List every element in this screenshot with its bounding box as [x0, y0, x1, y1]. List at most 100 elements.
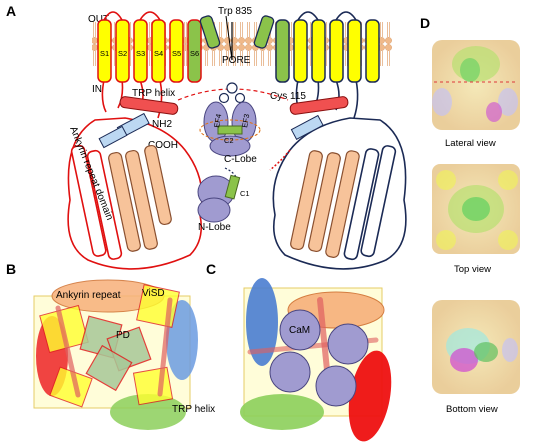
bottom-view-render	[432, 300, 520, 394]
cooh-label: COOH	[148, 140, 178, 151]
ankyrin-left-helix-4	[125, 149, 158, 250]
b-helix-bar-2	[157, 297, 173, 397]
linker-right-1	[290, 114, 324, 141]
helix-s2-right	[347, 19, 362, 83]
calmodulin-c-lobe	[199, 101, 261, 157]
helix-s4	[151, 19, 166, 83]
panel-c: C CaM	[206, 261, 392, 442]
b-ankyrin-label: Ankyrin repeat	[56, 290, 121, 301]
hub-circle-top	[226, 82, 238, 94]
lateral-blue-left	[432, 88, 452, 116]
b-green-ellipse	[110, 394, 186, 430]
calmodulin-n-lobe	[197, 167, 241, 223]
top-pore-center	[462, 197, 490, 221]
c-green-ellipse	[240, 394, 324, 430]
helix-s5	[169, 19, 184, 83]
in-label: IN	[92, 84, 102, 95]
hub-circle-right	[234, 92, 246, 104]
top-yellow-1	[436, 170, 456, 190]
pore-label: PORE	[222, 55, 251, 66]
helix-s3-right	[329, 19, 344, 83]
lateral-blue-right	[498, 88, 518, 116]
panel-b-letter: B	[6, 261, 16, 277]
bottom-green-region	[474, 342, 498, 362]
c-cam-circle-2	[327, 323, 369, 365]
b-yellow-block-3	[132, 366, 174, 406]
helix-s3	[133, 19, 148, 83]
helix-s6	[187, 19, 202, 83]
label-s3: S3	[136, 49, 145, 58]
ef3-label: EF3	[240, 113, 251, 128]
nh2-label: NH2	[152, 119, 172, 130]
helix-s4-right	[311, 19, 326, 83]
right-subunit-outline	[272, 11, 407, 270]
b-trp-helix-label: TRP helix	[172, 404, 215, 415]
n-lobe-helix	[224, 174, 241, 200]
b-helix-bar-1	[55, 305, 81, 398]
b-pd-label: PD	[116, 330, 130, 341]
linker-left-2	[98, 125, 128, 149]
c-lobe-dashed-ring	[199, 119, 261, 141]
top-yellow-4	[498, 230, 518, 250]
cys115-label: Cys 115	[270, 91, 306, 102]
c-cam-circle-1	[279, 309, 321, 351]
ankyrin-domain-right	[290, 145, 397, 261]
b-visd-label: ViSD	[142, 288, 165, 299]
ankyrin-domain-left	[70, 144, 172, 260]
n-lobe-part-2	[197, 197, 231, 223]
c1-label: C1	[240, 189, 250, 198]
top-yellow-3	[436, 230, 456, 250]
c-red-ellipse	[348, 350, 392, 442]
panel-a: A OUT IN S1 S2 S3 S4 S5 S6	[6, 3, 407, 270]
panel-b: B Ankyrin repeat ViSD PD TRP helix	[6, 261, 215, 430]
n-lobe-label: N-Lobe	[198, 222, 231, 233]
trp-helix-label: TRP helix	[132, 88, 175, 99]
left-subunit-outline	[67, 11, 203, 270]
ef4-label: EF4	[212, 113, 223, 128]
panel-a-letter: A	[6, 3, 16, 19]
c-lobe-label: C-Lobe	[224, 154, 257, 165]
bottom-magenta-region	[450, 348, 478, 372]
label-s2: S2	[118, 49, 127, 58]
c-cam-circle-3	[269, 351, 311, 393]
b-blue-ellipse	[166, 300, 198, 380]
panel-d: D Lateral view Top view	[420, 15, 520, 415]
trp835-pointer	[225, 15, 233, 61]
ankyrin-right-helix-5	[360, 145, 397, 258]
c-blue-ellipse	[246, 278, 278, 366]
b-pd-block-3	[85, 344, 133, 392]
ankyrin-right-helix-1	[290, 150, 323, 251]
label-s5: S5	[172, 49, 181, 58]
left-tm-helices	[97, 15, 221, 83]
helix-s1-right	[365, 19, 380, 83]
panel-d-letter: D	[420, 15, 430, 31]
trp835-label: Trp 835	[218, 6, 253, 17]
lateral-view-caption: Lateral view	[445, 138, 496, 149]
label-s4: S4	[154, 49, 163, 58]
ankyrin-left-helix-2	[86, 149, 123, 260]
lateral-view-render	[432, 40, 520, 130]
dashed-link-top	[177, 88, 289, 101]
bottom-blue-region	[502, 338, 518, 362]
pore-helix-left	[199, 15, 221, 49]
hub-circle-left	[218, 92, 230, 104]
top-view-caption: Top view	[454, 264, 491, 275]
c-cam-circle-4	[315, 365, 357, 407]
label-s1: S1	[100, 49, 109, 58]
trp-helix-left	[119, 96, 179, 115]
out-label: OUT	[88, 14, 109, 25]
c-cam-label: CaM	[289, 325, 310, 336]
ankyrin-left-helix-1	[70, 144, 107, 257]
helix-s2	[115, 19, 130, 83]
lateral-magenta	[486, 102, 502, 122]
helix-s6-right	[275, 19, 290, 83]
ankyrin-left-helix-5	[144, 144, 172, 226]
helix-s5-right	[293, 19, 308, 83]
ankyrin-right-helix-4	[343, 148, 380, 261]
ankyrin-left-helix-3	[108, 151, 141, 252]
label-s6: S6	[190, 49, 199, 58]
top-yellow-2	[498, 170, 518, 190]
c-lobe-helix	[217, 125, 243, 135]
bottom-view-caption: Bottom view	[446, 404, 498, 415]
